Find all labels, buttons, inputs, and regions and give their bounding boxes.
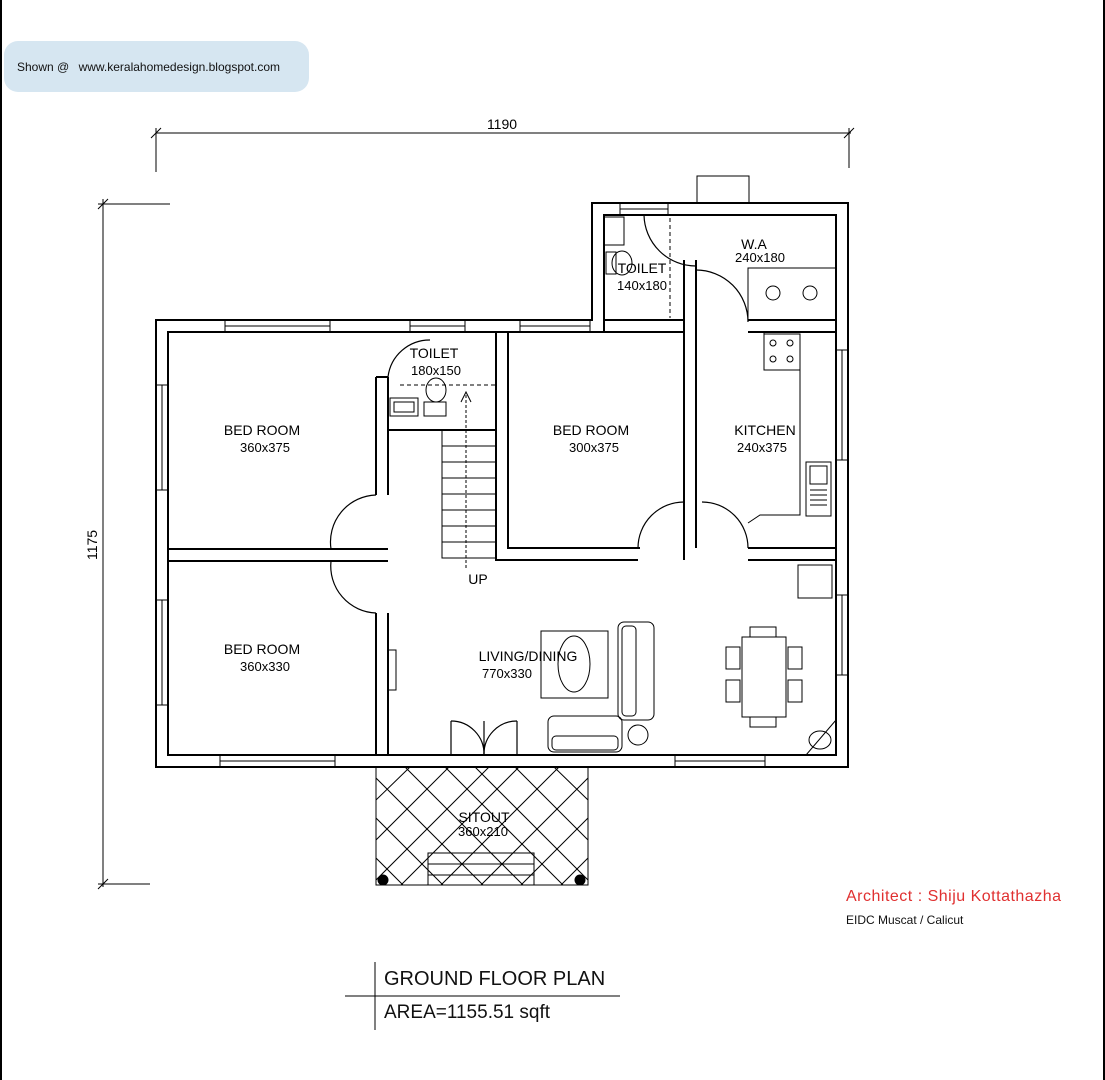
room-name: BED ROOM — [553, 422, 629, 438]
width-label: 1190 — [487, 116, 517, 132]
room-name: BED ROOM — [224, 422, 300, 438]
room-size: 240x375 — [737, 440, 787, 455]
room-size: 240x180 — [735, 250, 785, 265]
room-name: BED ROOM — [224, 641, 300, 657]
room-name: SITOUT — [458, 809, 510, 825]
plan-area: AREA=1155.51 sqft — [384, 1002, 551, 1023]
stair-up-label: UP — [468, 571, 487, 587]
sitout-area — [375, 766, 589, 886]
room-name: TOILET — [410, 345, 459, 361]
height-label: 1175 — [84, 530, 100, 560]
fixtures — [387, 216, 837, 756]
room-name: W.A — [741, 236, 767, 252]
exterior-walls — [155, 202, 849, 768]
width-dimension — [150, 127, 855, 172]
room-size: 180x150 — [411, 363, 461, 378]
watermark-label: Shown @ — [17, 60, 70, 74]
room-labels: BED ROOM 360x375 TOILET 180x150 BED ROOM… — [224, 236, 796, 839]
room-name: TOILET — [618, 260, 667, 276]
room-size: 360x375 — [240, 440, 290, 455]
plan-title: GROUND FLOOR PLAN — [384, 968, 606, 990]
room-size: 140x180 — [617, 278, 667, 293]
windows — [155, 175, 849, 768]
height-dimension — [97, 198, 170, 890]
watermark-url: www.keralahomedesign.blogspot.com — [78, 60, 281, 74]
title-block-lines — [345, 962, 620, 1030]
room-name: LIVING/DINING — [479, 648, 578, 664]
watermark-badge: Shown @ www.keralahomedesign.blogspot.co… — [4, 41, 309, 92]
room-size: 360x330 — [240, 659, 290, 674]
staircase — [441, 390, 497, 568]
room-name: KITCHEN — [734, 422, 795, 438]
architect-credit: Architect : Shiju Kottathazha — [846, 888, 1062, 905]
room-size: 300x375 — [569, 440, 619, 455]
room-size: 770x330 — [482, 666, 532, 681]
architect-firm: EIDC Muscat / Calicut — [846, 913, 964, 927]
room-size: 360x210 — [458, 824, 508, 839]
door-swings — [329, 214, 749, 756]
